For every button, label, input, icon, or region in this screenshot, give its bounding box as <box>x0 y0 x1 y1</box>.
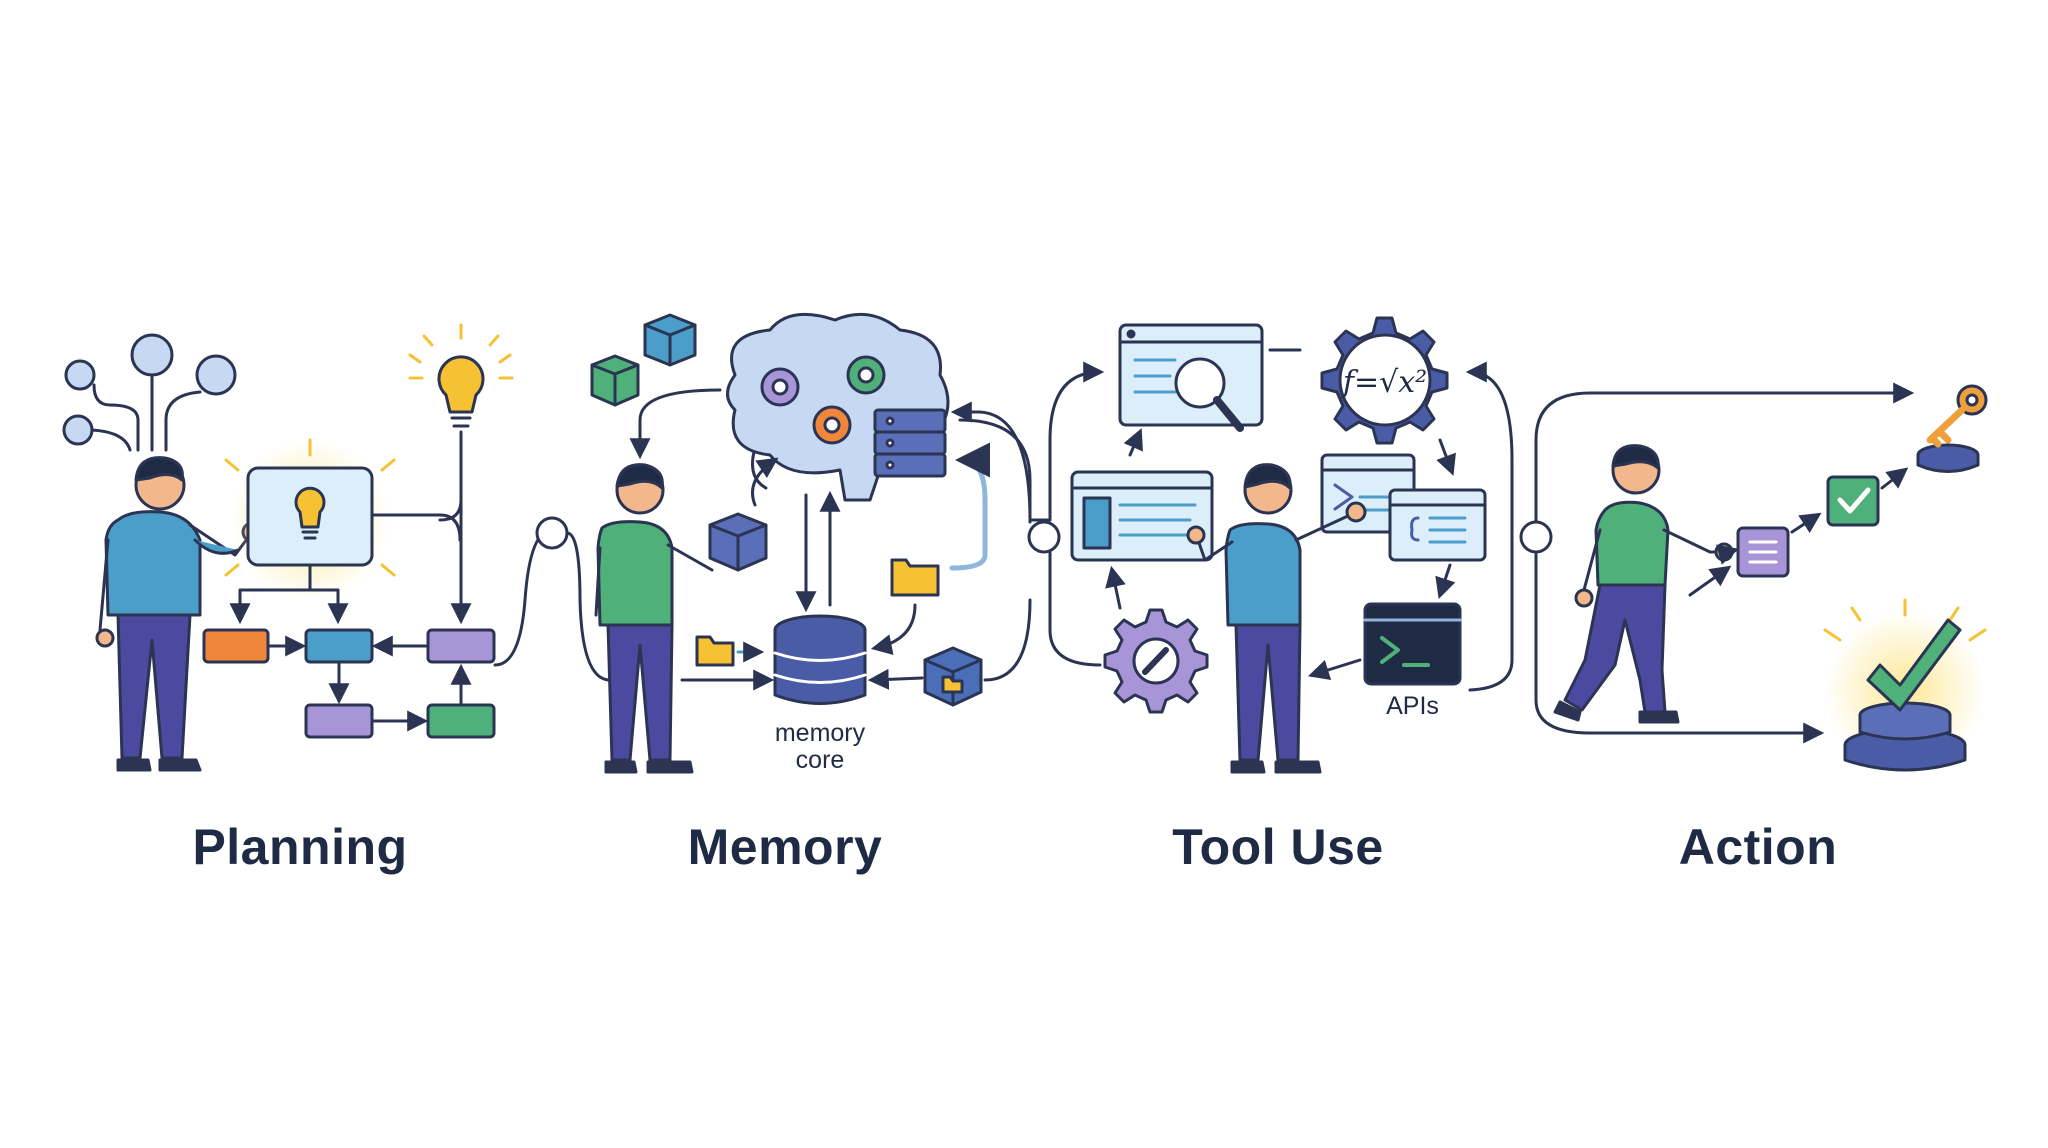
code-window-icon <box>1320 453 1487 562</box>
stage-title-planning: Planning <box>192 819 408 875</box>
checkbox-icon <box>1826 475 1880 527</box>
stage-title-action: Action <box>1678 819 1838 875</box>
folder-icon <box>695 558 940 667</box>
cube-icon <box>590 313 697 407</box>
memory-core-label-line1: memory <box>774 719 866 747</box>
node-network-icon <box>62 333 237 452</box>
memory-person-icon <box>594 463 714 774</box>
terminal-icon <box>1363 602 1462 686</box>
memory-section <box>590 312 1050 774</box>
planning-section <box>62 323 514 772</box>
tool-use-section: f=√x² <box>1070 316 1487 774</box>
cube-icon <box>923 646 983 707</box>
database-icon <box>773 614 867 705</box>
wrench-gear-icon <box>1103 608 1209 714</box>
memory-core-label: memory core <box>745 720 895 774</box>
formula-text: f=√x² <box>1341 365 1427 400</box>
stage-title-memory: Memory <box>687 819 883 875</box>
server-rack-icon <box>873 408 947 478</box>
formula-gear-icon: f=√x² <box>1320 316 1449 445</box>
action-section <box>1553 384 1988 772</box>
walking-person-icon <box>1553 444 1734 724</box>
lightbulb-icon <box>408 323 514 625</box>
browser-window-icon <box>1070 470 1214 562</box>
flowchart-icon <box>202 628 496 739</box>
planning-person-icon <box>95 456 263 772</box>
tool-person-icon <box>1186 463 1367 774</box>
task-list-icon <box>1736 526 1790 578</box>
memory-core-label-line2: core <box>795 746 845 774</box>
success-check-icon <box>1823 598 1987 772</box>
search-window-icon <box>1118 323 1264 432</box>
key-icon <box>1916 384 1988 473</box>
idea-board-icon <box>226 438 462 620</box>
cube-icon <box>708 512 768 572</box>
stage-title-tool-use: Tool Use <box>1172 819 1384 875</box>
stage-connector-lines <box>493 361 1915 744</box>
apis-label: APIs <box>1386 692 1439 720</box>
